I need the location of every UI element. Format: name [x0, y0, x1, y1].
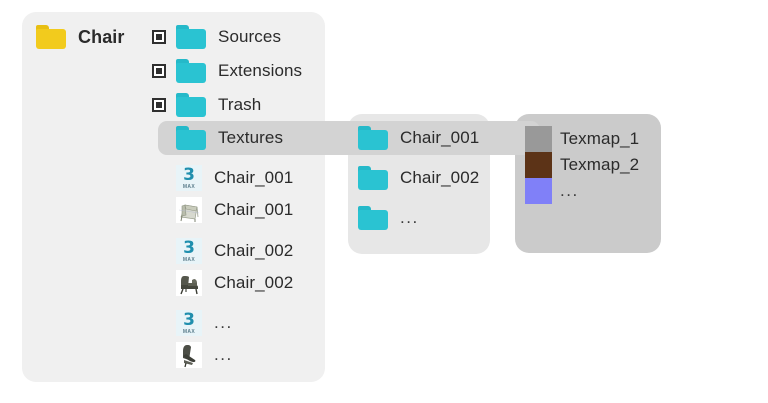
- texture-row-label: ...: [400, 208, 419, 227]
- tree-item-trash[interactable]: Trash: [152, 88, 261, 122]
- max-icon-suffix: MAX: [182, 329, 196, 335]
- max-icon-digit: 3: [183, 238, 195, 258]
- tree-item-extensions[interactable]: Extensions: [152, 54, 302, 88]
- chair-render-thumbnail: [176, 342, 202, 368]
- texmap-row-more[interactable]: ...: [525, 174, 579, 208]
- texmap-row-label: ...: [560, 181, 579, 200]
- tree-item-label: Sources: [218, 27, 282, 46]
- file-row-label: ...: [214, 345, 233, 364]
- texmap-row-2[interactable]: Texmap_2: [525, 148, 639, 182]
- 3dsmax-file-icon: 3 MAX: [176, 165, 202, 191]
- file-row-chair-001-max[interactable]: 3 MAX Chair_001: [176, 161, 293, 195]
- tree-item-label: Trash: [218, 95, 262, 114]
- root-folder-label: Chair: [78, 26, 125, 47]
- folder-teal-icon: [358, 126, 388, 150]
- texture-swatch: [525, 152, 552, 178]
- expand-box-icon[interactable]: [152, 64, 166, 78]
- folder-teal-icon: [176, 59, 206, 83]
- texture-row-chair-002[interactable]: Chair_002: [358, 161, 479, 195]
- folder-teal-icon: [176, 93, 206, 117]
- file-row-label: Chair_002: [214, 241, 294, 260]
- max-icon-digit: 3: [183, 310, 195, 330]
- file-row-more-render[interactable]: ...: [176, 338, 233, 372]
- max-icon-digit: 3: [183, 165, 195, 185]
- file-row-chair-001-render[interactable]: Chair_001: [176, 193, 293, 227]
- tree-item-textures[interactable]: Textures: [176, 121, 283, 155]
- file-row-chair-002-render[interactable]: Chair_002: [176, 266, 293, 300]
- chair-render-thumbnail: [176, 197, 202, 223]
- max-icon-suffix: MAX: [182, 184, 196, 190]
- texture-row-more[interactable]: ...: [358, 201, 419, 235]
- 3dsmax-file-icon: 3 MAX: [176, 238, 202, 264]
- expand-box-icon[interactable]: [152, 30, 166, 44]
- 3dsmax-file-icon: 3 MAX: [176, 310, 202, 336]
- texmap-row-1[interactable]: Texmap_1: [525, 122, 639, 156]
- texture-row-label: Chair_002: [400, 168, 480, 187]
- max-icon-suffix: MAX: [182, 257, 196, 263]
- texture-row-label: Chair_001: [400, 128, 480, 147]
- file-row-label: Chair_001: [214, 168, 294, 187]
- tree-item-label: Extensions: [218, 61, 303, 80]
- folder-yellow-icon: [36, 25, 66, 49]
- file-row-label: Chair_001: [214, 200, 294, 219]
- folder-teal-icon: [176, 25, 206, 49]
- root-folder-row[interactable]: Chair: [36, 20, 125, 54]
- texmap-row-label: Texmap_2: [560, 155, 640, 174]
- chair-render-thumbnail: [176, 270, 202, 296]
- file-row-more-max[interactable]: 3 MAX ...: [176, 306, 233, 340]
- expand-box-icon[interactable]: [152, 98, 166, 112]
- file-row-chair-002-max[interactable]: 3 MAX Chair_002: [176, 234, 293, 268]
- texture-swatch: [525, 178, 552, 204]
- panel-project-tree: [22, 12, 325, 382]
- file-row-label: ...: [214, 313, 233, 332]
- texture-row-chair-001[interactable]: Chair_001: [358, 121, 479, 155]
- folder-teal-icon: [358, 206, 388, 230]
- folder-teal-icon: [358, 166, 388, 190]
- folder-teal-icon: [176, 126, 206, 150]
- tree-item-sources[interactable]: Sources: [152, 20, 281, 54]
- tree-item-label: Textures: [218, 128, 284, 147]
- texture-swatch: [525, 126, 552, 152]
- file-row-label: Chair_002: [214, 273, 294, 292]
- texmap-row-label: Texmap_1: [560, 129, 640, 148]
